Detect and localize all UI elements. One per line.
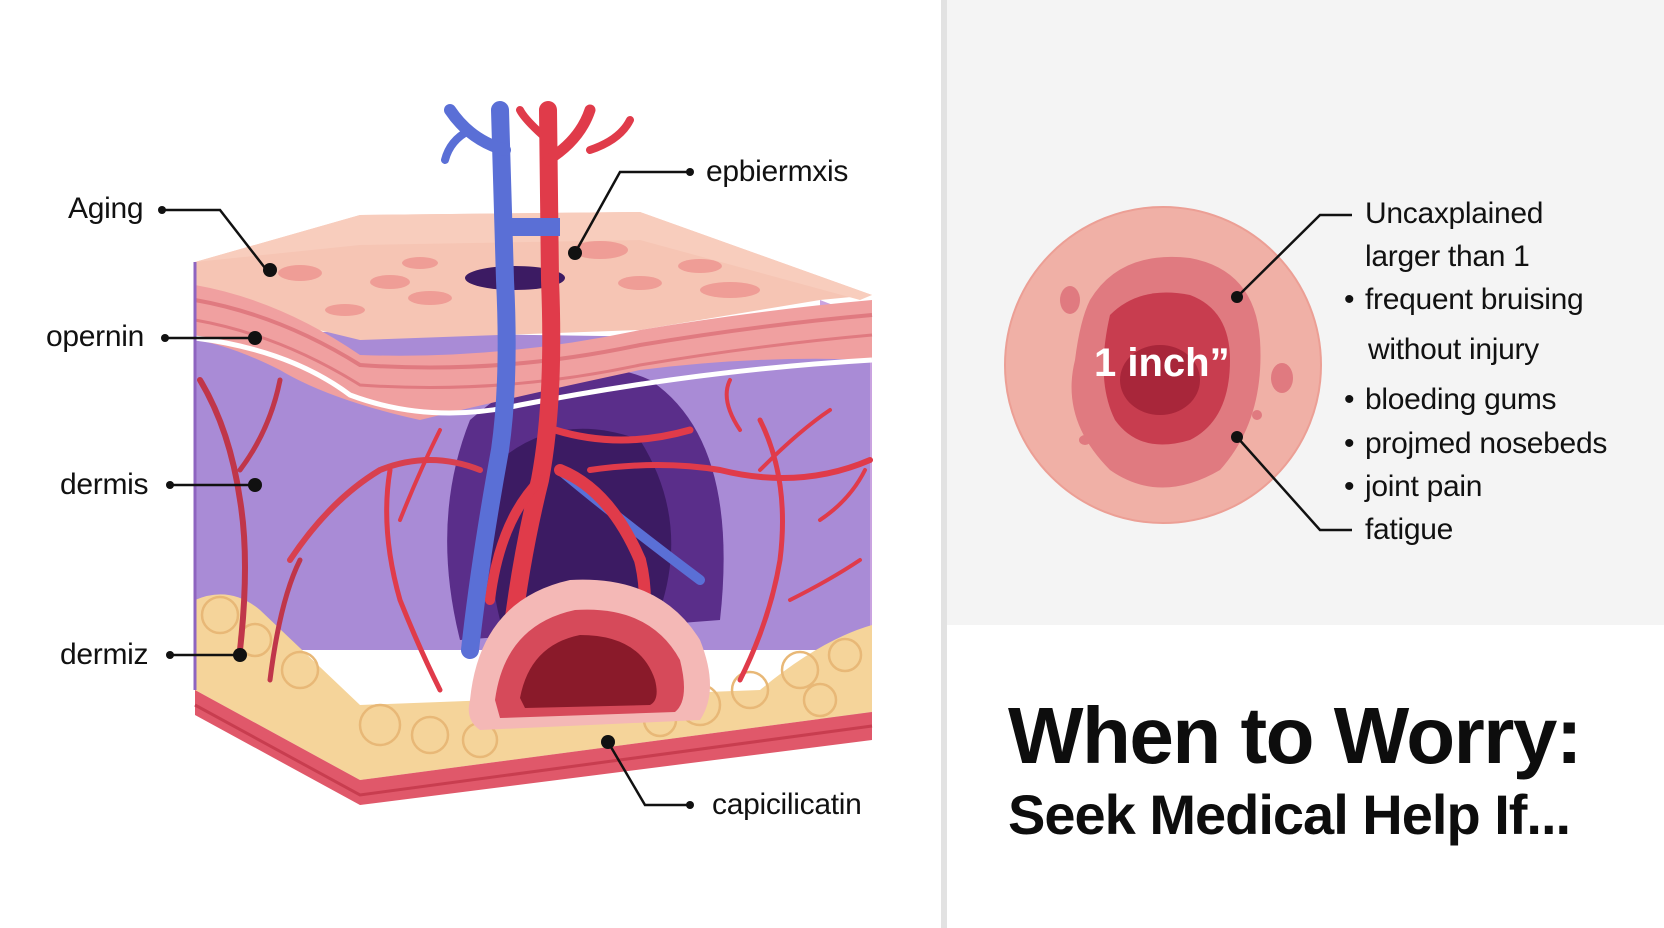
- right-callout-dots: [1231, 291, 1243, 443]
- warning-sign-item: larger than 1: [1365, 240, 1530, 273]
- bullet: •: [1344, 383, 1355, 416]
- vessel-connector: [495, 218, 560, 236]
- fat-layer: [195, 594, 872, 780]
- blood-vessels: [197, 377, 873, 693]
- label-aging: Aging: [68, 192, 144, 225]
- warning-sign-item: fatigue: [1365, 513, 1453, 546]
- page-title: When to Worry:: [1008, 691, 1583, 780]
- label-epbiermxis: epbiermxis: [706, 155, 849, 188]
- bullet: •: [1344, 427, 1355, 460]
- bruise-size-label: 1 inch”: [1094, 341, 1230, 385]
- label-capicilicatin: capicilicatin: [712, 788, 862, 821]
- skin-block: [193, 101, 873, 805]
- warning-sign-item: without injury: [1368, 333, 1539, 366]
- left-callout-lines: [162, 170, 690, 807]
- warning-sign-item: joint pain: [1365, 470, 1483, 503]
- heading-panel: [947, 625, 1664, 928]
- warning-sign-item: Uncaxplained: [1365, 197, 1544, 230]
- epidermis-spots: [278, 241, 760, 316]
- label-opernin: opernin: [46, 320, 144, 353]
- label-dermiz: dermiz: [60, 638, 149, 671]
- label-dermis: dermis: [60, 468, 149, 501]
- panel-divider: [941, 0, 947, 928]
- bullet: •: [1344, 470, 1355, 503]
- warning-sign-item: frequent bruising: [1365, 283, 1584, 316]
- warning-sign-item: projmed nosebeds: [1365, 427, 1608, 460]
- bullet: •: [1344, 283, 1355, 316]
- page-subtitle: Seek Medical Help If...: [1008, 783, 1571, 846]
- warning-sign-item: bloeding gums: [1365, 383, 1557, 416]
- callout-dots: [158, 168, 694, 809]
- right-callout-lines: [1236, 213, 1352, 532]
- vessel-opening: [465, 266, 565, 290]
